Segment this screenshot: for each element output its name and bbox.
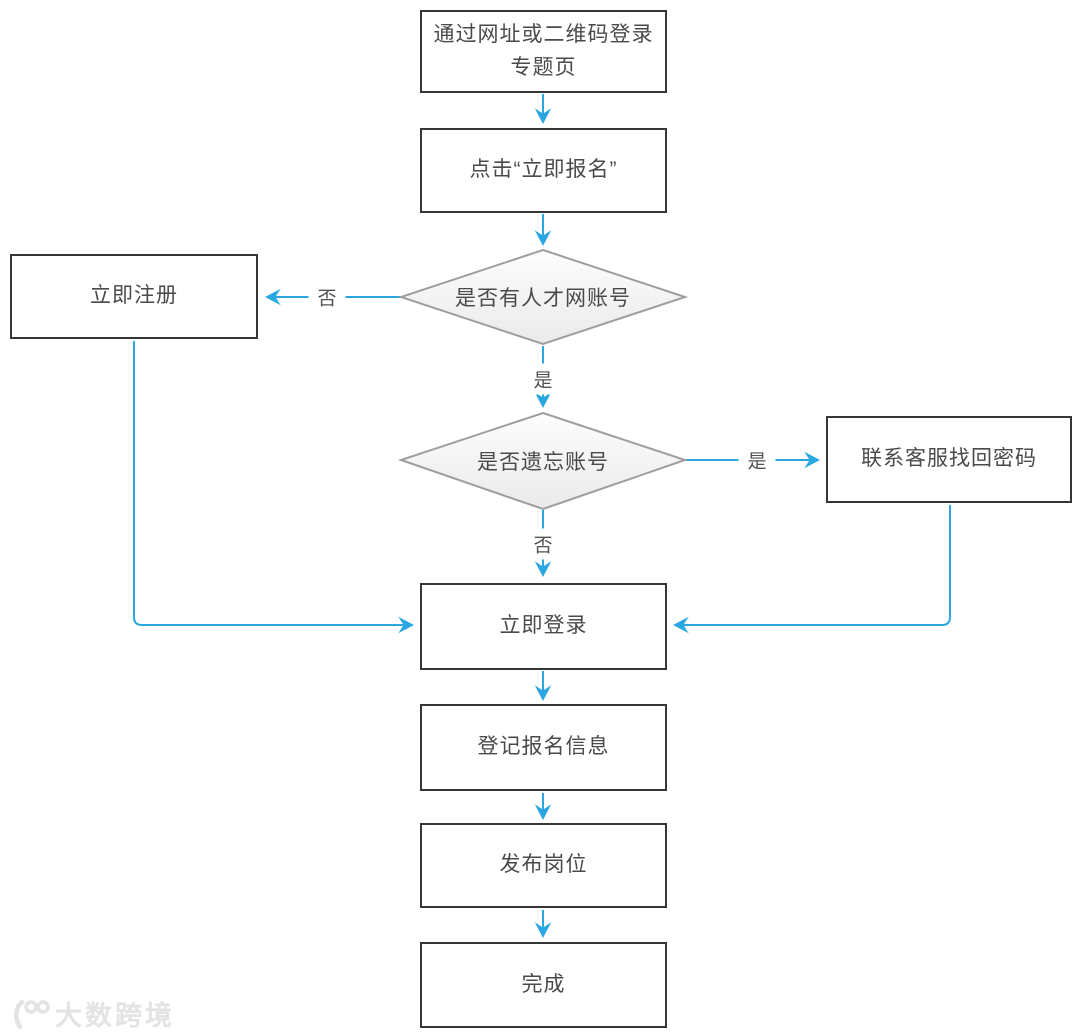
node-register-now: 立即注册 bbox=[10, 254, 258, 339]
watermark-logo-icon bbox=[14, 999, 50, 1029]
decision-forgot-account-shape bbox=[397, 411, 689, 511]
node-done: 完成 bbox=[420, 942, 667, 1028]
node-fill-info-label: 登记报名信息 bbox=[477, 735, 610, 759]
node-fill-info: 登记报名信息 bbox=[420, 704, 667, 791]
watermark: 大数跨境 bbox=[8, 994, 175, 1033]
node-publish-job-label: 发布岗位 bbox=[499, 853, 588, 877]
edge-label-yes-contact: 是 bbox=[738, 444, 776, 476]
node-contact-service: 联系客服找回密码 bbox=[826, 416, 1072, 503]
node-login-now-label: 立即登录 bbox=[499, 614, 588, 638]
node-login-now: 立即登录 bbox=[420, 583, 667, 670]
node-open-page-label: 通过网址或二维码登录专题页 bbox=[433, 22, 654, 79]
edge-label-no-register: 否 bbox=[308, 281, 346, 313]
edge-label-yes-has: 是 bbox=[524, 363, 562, 395]
node-register-now-label: 立即注册 bbox=[90, 284, 178, 308]
node-click-signup-label: 点击“立即报名” bbox=[469, 158, 618, 182]
node-done-label: 完成 bbox=[521, 972, 566, 996]
decision-has-account-label: 是否有人才网账号 bbox=[455, 287, 631, 310]
node-contact-service-label: 联系客服找回密码 bbox=[861, 447, 1037, 471]
decision-forgot-account-label: 是否遗忘账号 bbox=[477, 451, 609, 474]
edge-label-no-login: 否 bbox=[524, 528, 562, 560]
node-click-signup: 点击“立即报名” bbox=[420, 128, 667, 213]
node-open-page: 通过网址或二维码登录专题页 bbox=[420, 10, 667, 93]
decision-has-account-shape bbox=[397, 248, 689, 346]
watermark-text: 大数跨境 bbox=[55, 1001, 175, 1031]
edge-contact-to-login bbox=[673, 505, 951, 634]
node-publish-job: 发布岗位 bbox=[420, 823, 667, 908]
edge-register-to-login bbox=[133, 341, 414, 634]
